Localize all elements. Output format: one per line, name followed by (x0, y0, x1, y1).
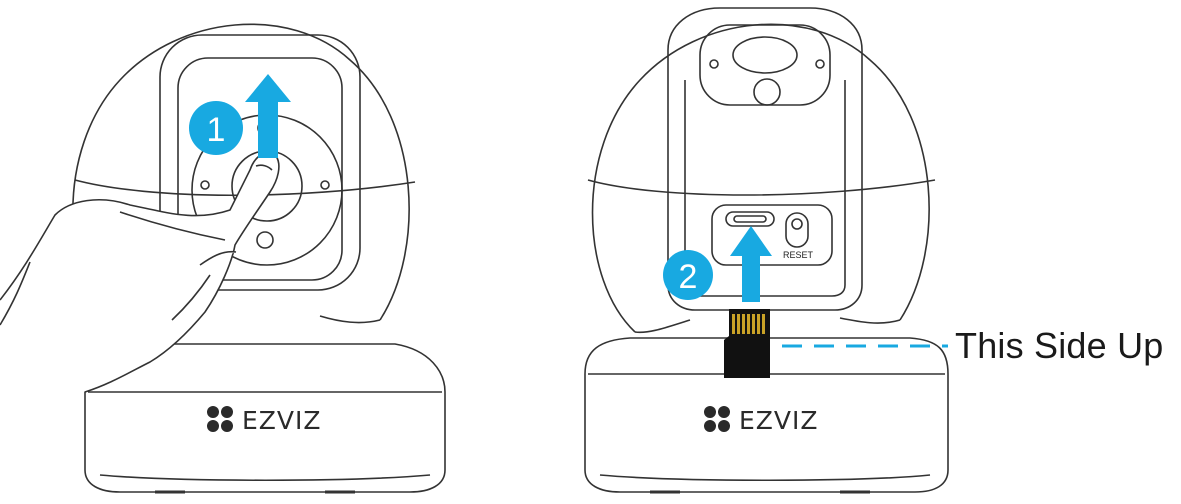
step-badge-1: 1 (189, 101, 243, 155)
camera-head-outline-back (591, 23, 930, 333)
pressing-hand (0, 151, 280, 393)
microsd-card-icon (724, 309, 770, 378)
ezviz-logo-left: EZVIZ (207, 406, 322, 435)
reset-button (785, 212, 809, 248)
brand-label-left: EZVIZ (242, 406, 322, 435)
step-number-2: 2 (679, 258, 698, 296)
port-panel (711, 204, 833, 266)
microsd-slot (725, 211, 775, 227)
step-number-1: 1 (207, 111, 226, 149)
lens-panel-outer (159, 34, 361, 291)
this-side-up-label: This Side Up (955, 325, 1164, 366)
ezviz-flower-icon (704, 406, 730, 432)
ezviz-flower-icon (207, 406, 233, 432)
step-badge-2: 2 (663, 250, 713, 300)
rear-panel (667, 7, 863, 311)
brand-label-right: EZVIZ (739, 406, 819, 435)
camera-base-back (584, 337, 949, 493)
arrow-up-icon-step1 (245, 74, 291, 158)
arrow-up-icon-step2 (730, 226, 772, 302)
ezviz-logo-right: EZVIZ (704, 406, 819, 435)
lens-panel-inner (177, 57, 343, 281)
reset-port-label: RESET (783, 250, 814, 260)
